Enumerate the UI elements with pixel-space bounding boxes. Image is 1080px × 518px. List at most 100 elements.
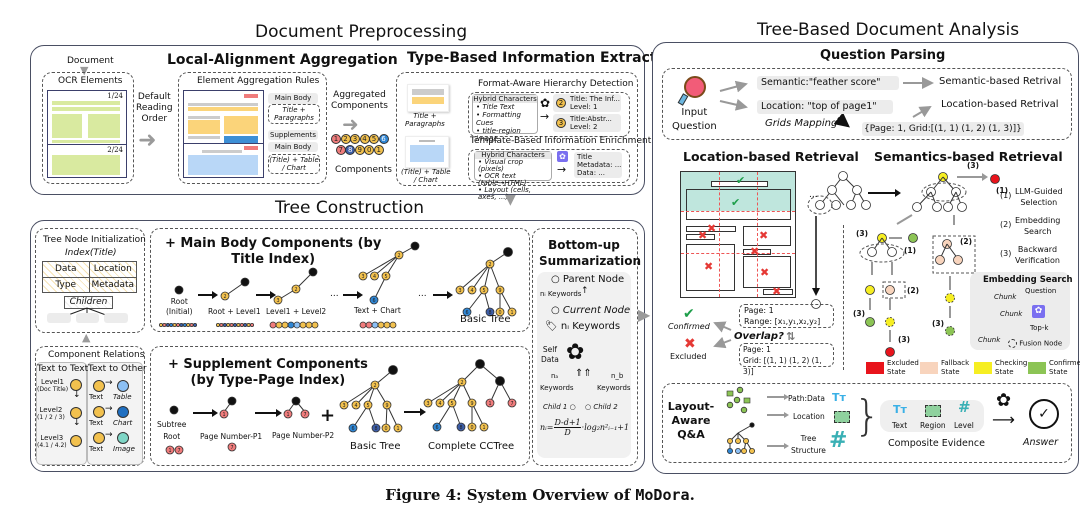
image-region-icon	[834, 411, 850, 423]
fusion-label: Fusion Node	[1019, 339, 1063, 348]
title-line: (by Type-Page Index)	[190, 373, 346, 388]
keyword-formula: nᵢ= D-d+1 D ·log₂n²ᵢ₋₁+1	[540, 418, 629, 437]
step-tag: (3)	[856, 229, 869, 238]
other-node	[117, 432, 129, 444]
step-text-chart: Text + Chart	[354, 306, 401, 315]
children-field: Children	[64, 296, 113, 309]
template-item-text: OCR text (table→HTML)	[478, 172, 527, 187]
field-type: Type	[43, 277, 90, 292]
ocr-elements-box	[42, 72, 134, 184]
field-metadata: Metadata	[91, 279, 135, 290]
level-node	[70, 379, 82, 391]
right-arrow-icon: ➜	[342, 112, 359, 136]
component-dot: 8	[345, 145, 356, 155]
aggregation-rules-box	[178, 72, 327, 184]
step-basic-tree: Basic Tree	[460, 314, 511, 325]
legend-swatch	[866, 362, 884, 374]
retrieval-divider	[843, 225, 844, 370]
keywords-label: Keywords	[540, 384, 574, 392]
grid-box: Page: 1 Grid: [(1, 1) (1, 2) (1, 3)]	[739, 343, 834, 376]
right-arrow-icon: →	[540, 110, 550, 123]
title-line: Summarization	[539, 254, 642, 268]
nb-label: n_b	[611, 372, 624, 380]
step-tag: (2)	[907, 286, 920, 295]
rule-main-body: Main Body	[268, 93, 318, 104]
ocr-page-preview: 1/24 2/24	[47, 90, 127, 178]
keywords-label: Keywords	[597, 384, 631, 392]
check-icon: ✔	[731, 196, 741, 209]
supplement-box	[150, 346, 530, 466]
other-node	[117, 406, 129, 418]
tag-icon: 🏷	[545, 321, 558, 332]
relation-level: Level3(4.1 / 4.2)	[37, 434, 67, 449]
template-output: Title Metadata: ... Data: ...	[574, 152, 622, 178]
formula-rhs: ·log₂n²ᵢ₋₁+1	[581, 423, 630, 432]
text-node	[93, 432, 105, 444]
plus-sign: +	[320, 405, 336, 426]
level-node	[70, 407, 82, 419]
template-title: Template-Based Information Enrichment	[470, 136, 652, 146]
ni-keywords-small: nᵢ Keywords	[540, 290, 582, 298]
down-arrow-icon: ↓	[73, 418, 81, 428]
text-node	[93, 406, 105, 418]
label-line: Data	[541, 355, 559, 364]
label-line: Title +	[413, 112, 437, 120]
section-title-preprocessing: Document Preprocessing	[255, 22, 468, 42]
level-result-text: Title: The Inf...Level: 1	[570, 95, 620, 111]
legend-swatch	[920, 362, 938, 374]
output-line: Metadata: ...	[577, 161, 622, 169]
page-grid-preview: ✔ ✔ ✖ ✖ ✖ ✖ ✖ ✖ ✖	[680, 171, 796, 298]
step-page-p1: Page Number-P1	[200, 432, 263, 441]
swap-arrows-icon: ⇅	[786, 330, 796, 343]
text-node	[93, 380, 105, 392]
label-line: Input	[681, 107, 708, 118]
location-retrieval-title: Location-based Retrieval	[683, 149, 859, 164]
semantic-target: Semantic-based Retrival	[939, 76, 1062, 87]
grids-mapping-label: Grids Mapping	[765, 118, 838, 129]
embedding-chunk: Chunk	[978, 336, 1001, 344]
up-arrows-icon: ⇑⇑	[575, 368, 592, 379]
right-arrow-icon: ⟶	[992, 410, 1015, 429]
hash-level-icon: #	[829, 428, 848, 453]
text-label: Text	[89, 393, 104, 401]
text-to-text-label: Text to Text	[37, 364, 89, 374]
brace-icon: }	[854, 391, 881, 440]
answer-label: Answer	[1023, 437, 1058, 448]
result-line: Level: 2	[570, 123, 598, 131]
right-arrow-icon: →	[557, 163, 567, 176]
child-slot	[76, 313, 99, 323]
fusion-node-icon	[1008, 339, 1017, 348]
template-item-text: Layout (cells, axes, ...)	[478, 186, 532, 201]
llm-logo-icon: ✿	[540, 96, 551, 110]
current-node: ○ Current Node	[551, 305, 631, 316]
ni-keywords-label: nᵢ Keywords	[560, 321, 621, 332]
legend-label: ConfirmedState	[1049, 359, 1080, 376]
node-fields-table: Data Location Type Metadata	[42, 261, 137, 293]
ocr-elements-label: OCR Elements	[58, 76, 123, 86]
title-line: Aware	[671, 414, 711, 427]
other-label: Chart	[113, 419, 133, 427]
template-item: • Layout (cells, axes, ...)	[478, 186, 532, 201]
step-page-p2: Page Number-P2	[272, 431, 335, 440]
ellipsis: ...	[809, 190, 818, 200]
rule-desc-line: Paragraphs	[274, 114, 314, 122]
label-line: Question	[672, 121, 717, 132]
range-line: Page: 1	[744, 306, 774, 315]
caption-prefix: Figure 4: System Overview of	[385, 486, 636, 504]
template-box	[468, 149, 630, 183]
label-line: / Chart	[413, 176, 438, 184]
legend-swatch	[1028, 362, 1046, 374]
rule-table-desc: (Title) + Table / Chart	[268, 154, 320, 174]
location-target: Location-based Retrival	[941, 99, 1059, 110]
composite-evidence-label: Composite Evidence	[888, 438, 985, 449]
step-root-level1: Root + Level1	[208, 307, 261, 316]
answer-check-bubble-icon: ✓	[1029, 399, 1059, 429]
result-line: Title: The Inf...	[570, 95, 620, 103]
ellipsis: ...	[330, 289, 339, 299]
main-body-title: + Main Body Components (by Title Index)	[165, 236, 381, 268]
other-label: Image	[113, 445, 135, 453]
